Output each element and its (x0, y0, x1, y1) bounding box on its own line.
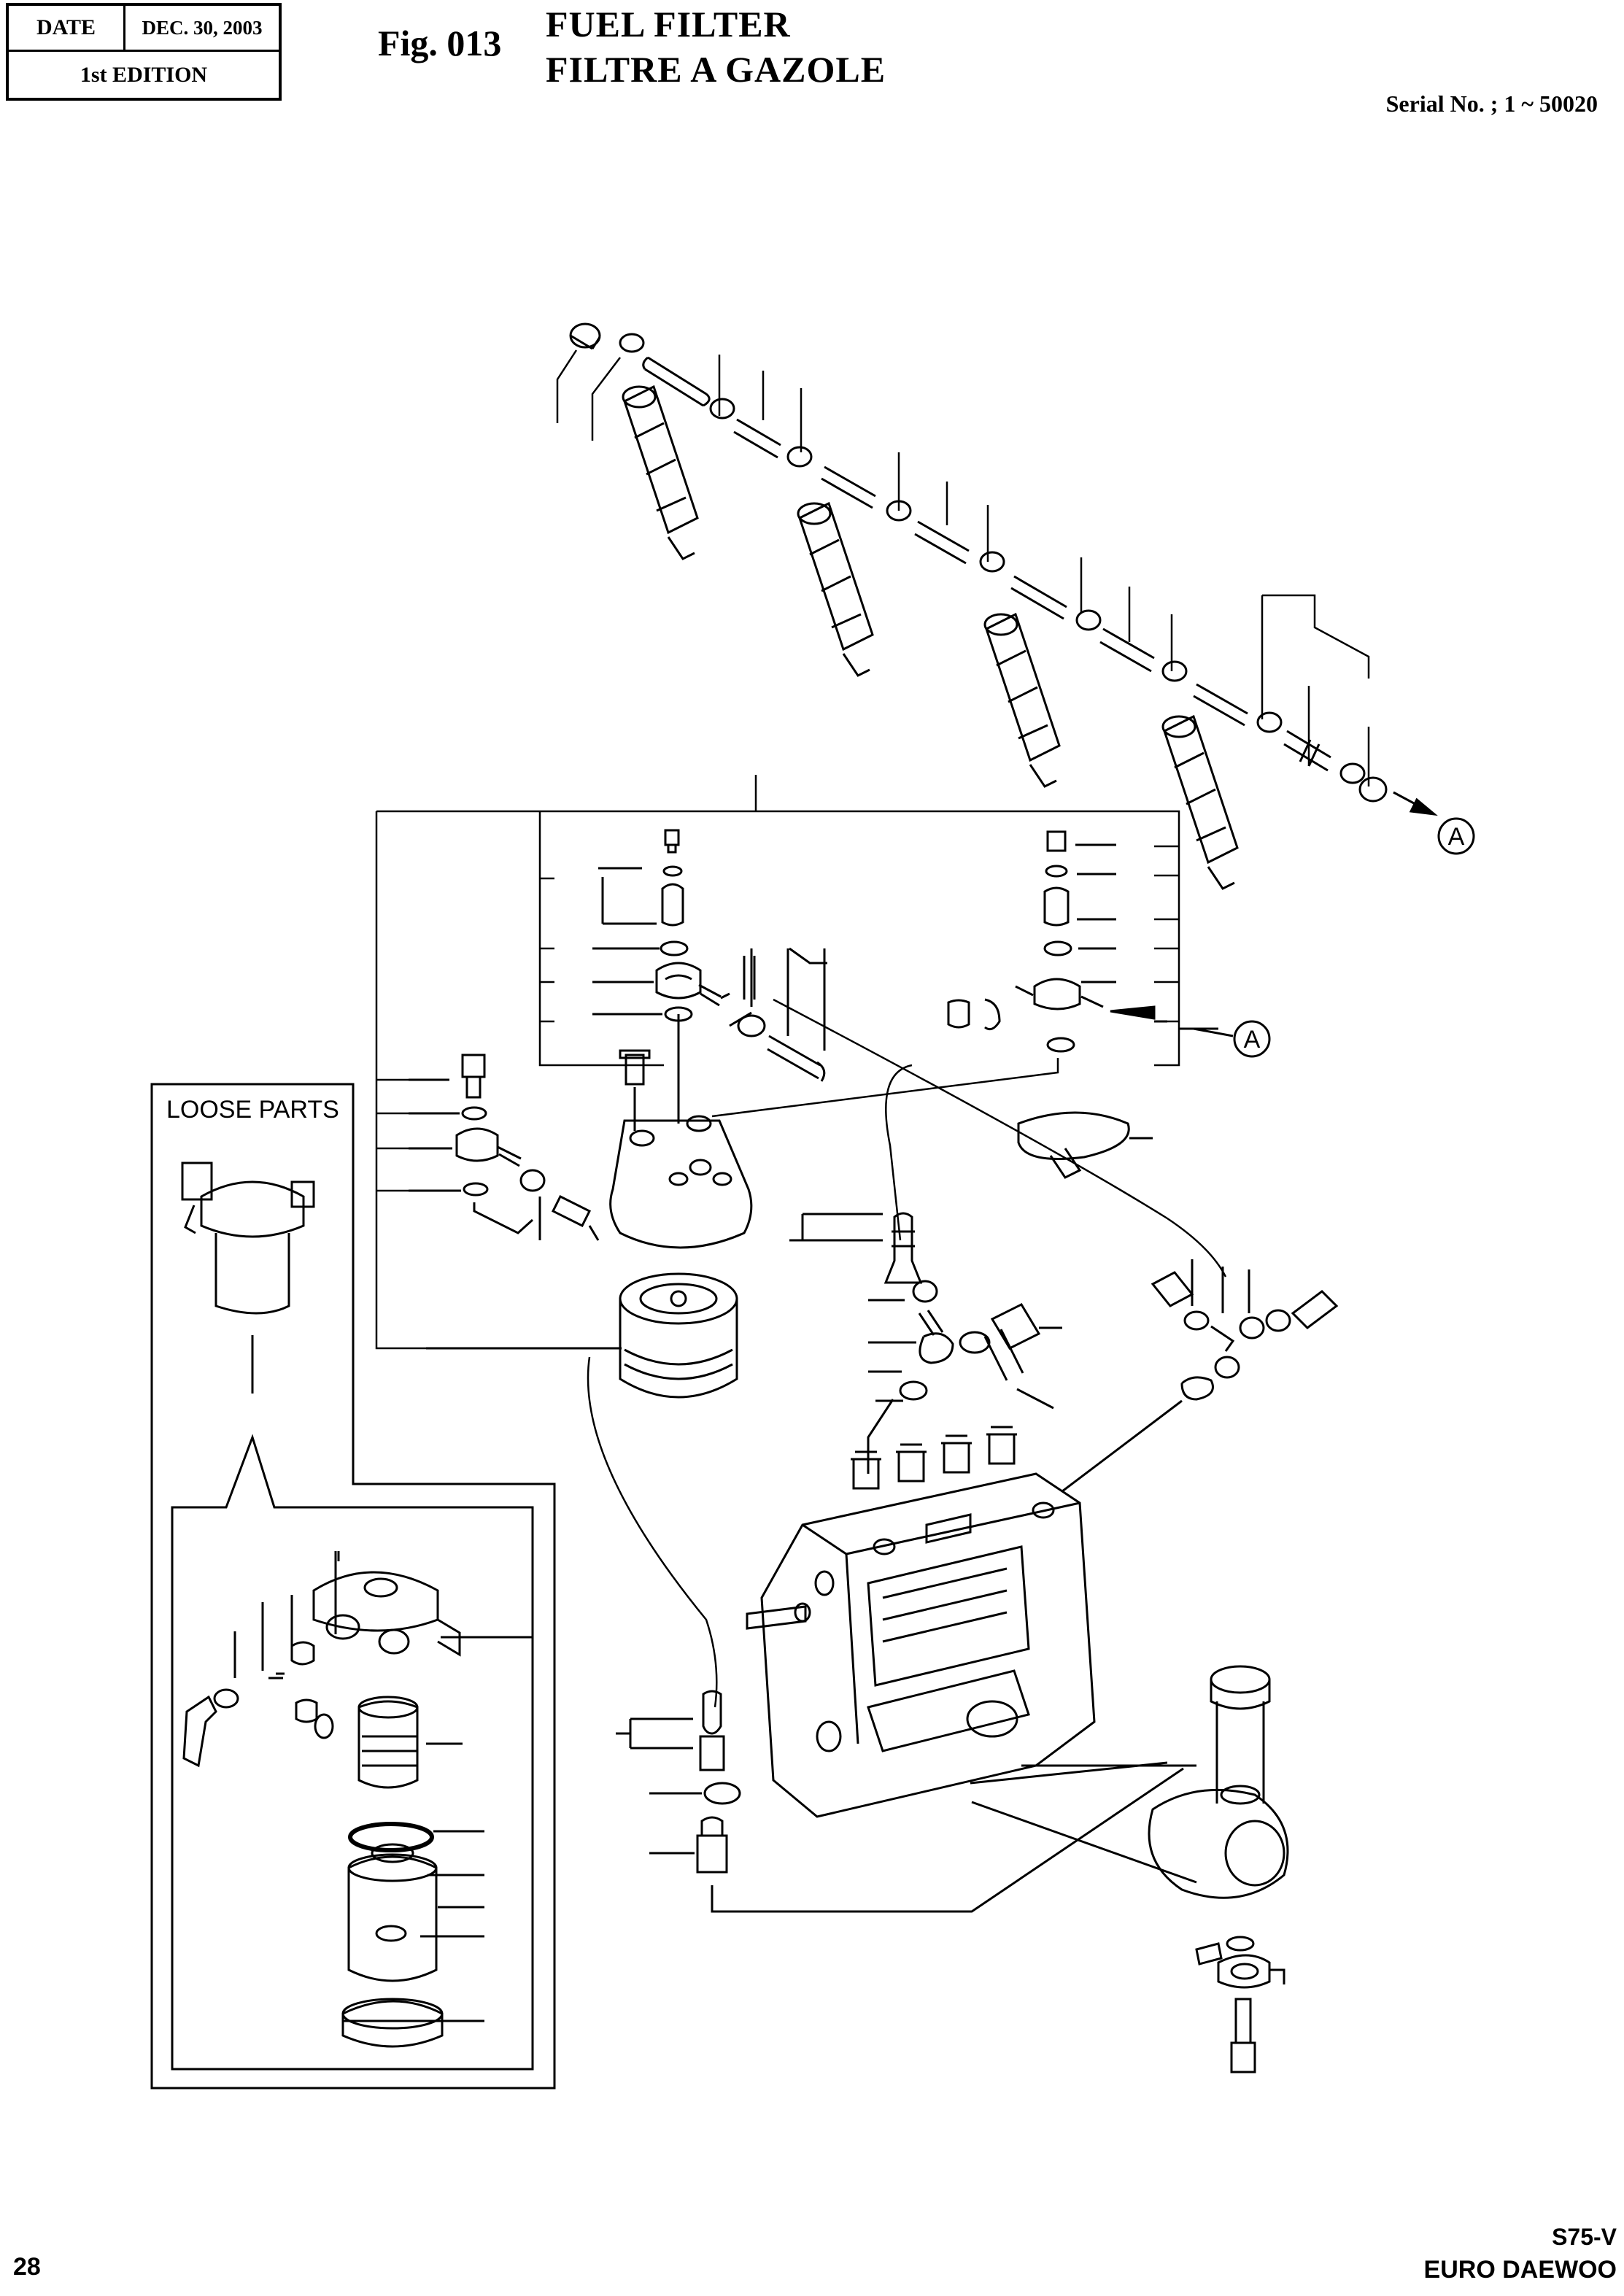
banjo-left (409, 1054, 600, 1241)
header-edition-row: 1st EDITION (9, 52, 279, 98)
figure-number: Fig. 013 (378, 23, 502, 63)
lower-joint-group (616, 1690, 1184, 1913)
filter-head-fittings-left (592, 829, 756, 1022)
edition-label: 1st EDITION (80, 62, 208, 87)
eye-bolt-centre (959, 1303, 1062, 1410)
ref-a-lower-label: A (1244, 1026, 1261, 1054)
date-value: DEC. 30, 2003 (142, 16, 263, 39)
feed-pump-banjo (1195, 1936, 1285, 2073)
serial-number: Serial No. ; 1 ~ 50020 (1385, 90, 1598, 117)
clamp-2 (709, 398, 735, 420)
fuel-joint-centre (789, 1212, 954, 1402)
header-date-row: DATE DEC. 30, 2003 (9, 6, 279, 52)
model-name: S75-V (1552, 2224, 1617, 2250)
filter-group-bracket (375, 775, 1180, 1350)
clamp-1 (619, 333, 645, 353)
hose-fittings-right (867, 1259, 1339, 1493)
delivery-valves (851, 1426, 1017, 1490)
clamp-5 (979, 551, 1005, 573)
loose-filter-thumbnail (181, 1161, 315, 1394)
brand-name: EURO DAEWOO (1423, 2256, 1617, 2284)
hose-joint-centre (729, 947, 827, 1082)
injector-nozzle-2 (797, 501, 874, 677)
injector-nozzle-1 (622, 384, 699, 560)
loose-filter-exploded (182, 1551, 533, 2048)
clamp-3 (786, 446, 813, 468)
header-box: DATE DEC. 30, 2003 1st EDITION (6, 3, 282, 101)
injector-leader-lines (556, 349, 1370, 786)
pipe-segment-4 (914, 520, 970, 565)
loose-parts-inner-frame (171, 1434, 534, 2071)
figure-title-en: FUEL FILTER (546, 4, 791, 45)
page-number: 28 (13, 2253, 41, 2281)
pipe-segment-3 (821, 465, 876, 509)
pipe-segment-6 (1099, 627, 1155, 673)
injector-pipe-assembly (569, 322, 1438, 816)
pipe-segment-8 (1283, 730, 1331, 772)
fuel-hose-lines (587, 998, 1227, 1708)
loose-parts-frame (150, 1083, 556, 2090)
date-label: DATE (9, 6, 125, 50)
cable-tie (1017, 1111, 1153, 1179)
feed-pump (970, 1665, 1289, 1899)
ref-a-upper-label: A (1448, 823, 1465, 851)
filter-cartridge (426, 1272, 738, 1399)
injector-nozzles (622, 384, 1239, 890)
end-cap (569, 322, 601, 350)
clamp-8 (1256, 711, 1283, 733)
pipe-segment-5 (1010, 575, 1067, 620)
clamp-6 (1075, 609, 1102, 631)
injection-pump (746, 1426, 1096, 1818)
clamp-9 (1339, 762, 1366, 784)
loose-parts-label: LOOSE PARTS (166, 1096, 339, 1124)
injector-nozzle-4 (1161, 714, 1239, 890)
pipe-segment-2 (733, 418, 781, 459)
figure-title-fr: FILTRE A GAZOLE (546, 49, 886, 90)
ref-circle-a-lower: A (1193, 1020, 1271, 1058)
eye-bolt-right (947, 830, 1218, 1053)
pipe-segment-1 (642, 356, 711, 407)
injector-nozzle-3 (983, 612, 1061, 788)
clamp-7 (1161, 660, 1188, 682)
filter-head (609, 1014, 753, 1249)
pipe-segment-7 (1193, 683, 1248, 727)
clamp-10 (1358, 776, 1388, 803)
ref-circle-a-upper: A (1437, 817, 1475, 855)
